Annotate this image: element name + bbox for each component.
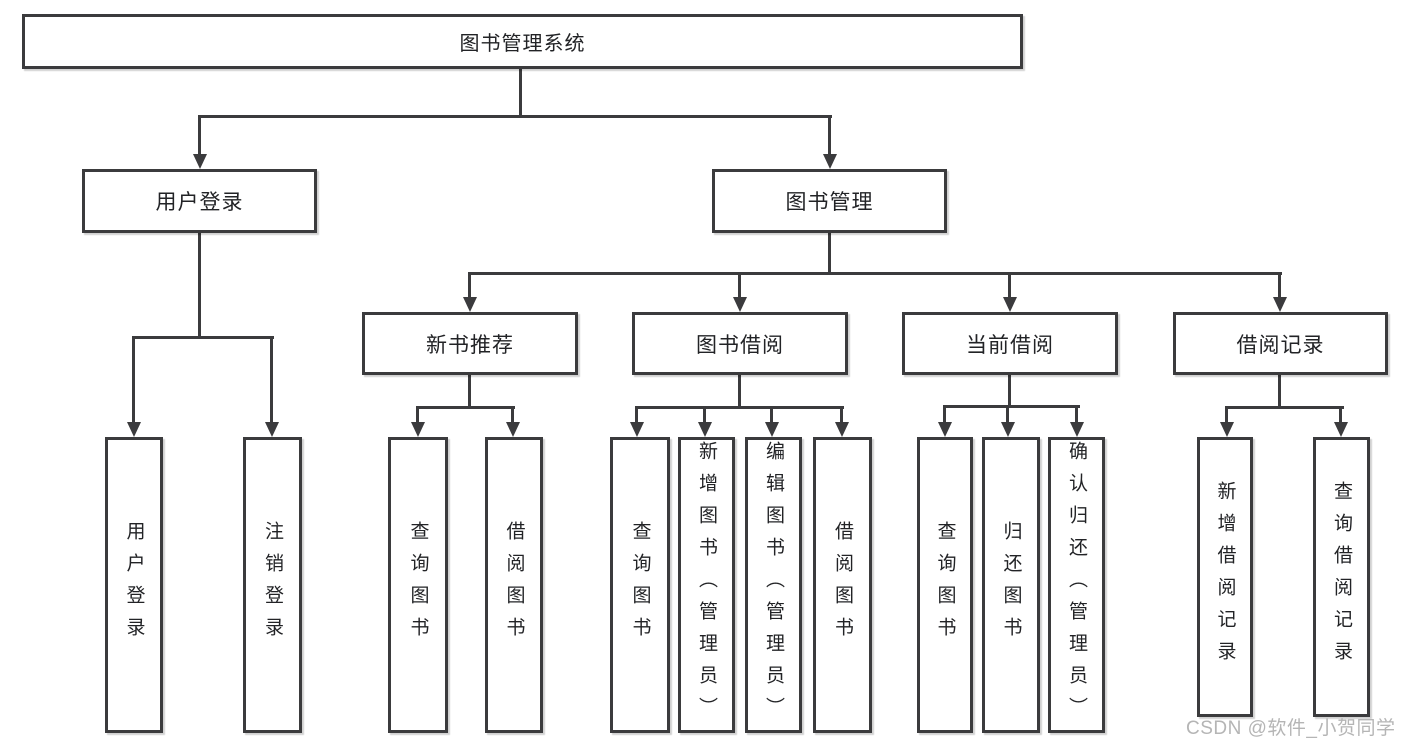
connector-drop-r1 xyxy=(416,406,419,424)
node-new-book-recommend: 新书推荐 xyxy=(362,312,578,375)
leaf-recommend-borrow-books: 借阅图书 xyxy=(485,437,543,733)
connector-current-bar xyxy=(943,405,1080,408)
connector-root-stem xyxy=(519,69,522,117)
connector-management-stem xyxy=(828,233,831,274)
connector-root-bar xyxy=(198,115,832,118)
node-root-system: 图书管理系统 xyxy=(22,14,1023,69)
node-book-management: 图书管理 xyxy=(712,169,947,233)
connector-current-stem xyxy=(1008,375,1011,408)
node-book-borrow: 图书借阅 xyxy=(632,312,848,375)
node-current-borrow: 当前借阅 xyxy=(902,312,1118,375)
connector-drop-b1 xyxy=(635,406,638,424)
leaf-current-query-books: 查询图书 xyxy=(917,437,973,733)
connector-drop-b2 xyxy=(703,406,706,424)
connector-borrow-bar xyxy=(635,406,844,409)
connector-login-bar xyxy=(132,336,274,339)
connector-drop-borrow xyxy=(738,272,741,299)
leaf-borrow-add-books-admin: 新增图书（管理员） xyxy=(678,437,735,733)
connector-drop-b3 xyxy=(770,406,773,424)
leaf-current-confirm-return-admin: 确认归还（管理员） xyxy=(1048,437,1105,733)
leaf-records-query-record: 查询借阅记录 xyxy=(1313,437,1370,717)
leaf-user-login: 用户登录 xyxy=(105,437,163,733)
connector-records-stem xyxy=(1278,375,1281,409)
connector-recommend-stem xyxy=(468,375,471,409)
leaf-borrow-borrow-books: 借阅图书 xyxy=(813,437,872,733)
connector-drop-management xyxy=(828,115,831,156)
arrowhead-login xyxy=(193,154,207,169)
arrowhead-records xyxy=(1273,297,1287,312)
leaf-borrow-edit-books-admin: 编辑图书（管理员） xyxy=(745,437,802,733)
connector-drop-b4 xyxy=(840,406,843,424)
csdn-watermark: CSDN @软件_小贺同学 xyxy=(1186,718,1396,739)
connector-drop-records xyxy=(1278,272,1281,299)
arrowhead-c1 xyxy=(938,422,952,437)
connector-drop-current xyxy=(1008,272,1011,299)
arrowhead-b1 xyxy=(630,422,644,437)
connector-drop-leaf-logout xyxy=(270,336,273,424)
arrowhead-leaf-logout xyxy=(265,422,279,437)
arrowhead-c2 xyxy=(1001,422,1015,437)
arrowhead-b4 xyxy=(835,422,849,437)
leaf-current-return-books: 归还图书 xyxy=(982,437,1040,733)
node-user-login: 用户登录 xyxy=(82,169,317,233)
connector-drop-login xyxy=(198,115,201,156)
connector-recommend-bar xyxy=(416,406,515,409)
arrowhead-current xyxy=(1003,297,1017,312)
connector-drop-recommend xyxy=(468,272,471,299)
connector-records-bar xyxy=(1225,406,1344,409)
arrowhead-rec2 xyxy=(1334,422,1348,437)
arrowhead-leaf-login xyxy=(127,422,141,437)
arrowhead-recommend xyxy=(463,297,477,312)
connector-borrow-stem xyxy=(738,375,741,409)
connector-management-bar xyxy=(468,272,1282,275)
connector-drop-c3 xyxy=(1075,405,1078,424)
arrowhead-r2 xyxy=(506,422,520,437)
leaf-recommend-query-books: 查询图书 xyxy=(388,437,448,733)
arrowhead-b3 xyxy=(765,422,779,437)
connector-drop-r2 xyxy=(511,406,514,424)
connector-drop-c1 xyxy=(943,405,946,424)
connector-drop-leaf-login xyxy=(132,336,135,424)
leaf-logout: 注销登录 xyxy=(243,437,302,733)
arrowhead-c3 xyxy=(1070,422,1084,437)
arrowhead-borrow xyxy=(733,297,747,312)
arrowhead-r1 xyxy=(411,422,425,437)
arrowhead-management xyxy=(823,154,837,169)
arrowhead-rec1 xyxy=(1220,422,1234,437)
leaf-records-add-record: 新增借阅记录 xyxy=(1197,437,1253,717)
connector-drop-rec1 xyxy=(1225,406,1228,424)
arrowhead-b2 xyxy=(698,422,712,437)
connector-login-stem xyxy=(198,233,201,338)
leaf-borrow-query-books: 查询图书 xyxy=(610,437,670,733)
connector-drop-c2 xyxy=(1006,405,1009,424)
node-borrow-records: 借阅记录 xyxy=(1173,312,1388,375)
connector-drop-rec2 xyxy=(1339,406,1342,424)
